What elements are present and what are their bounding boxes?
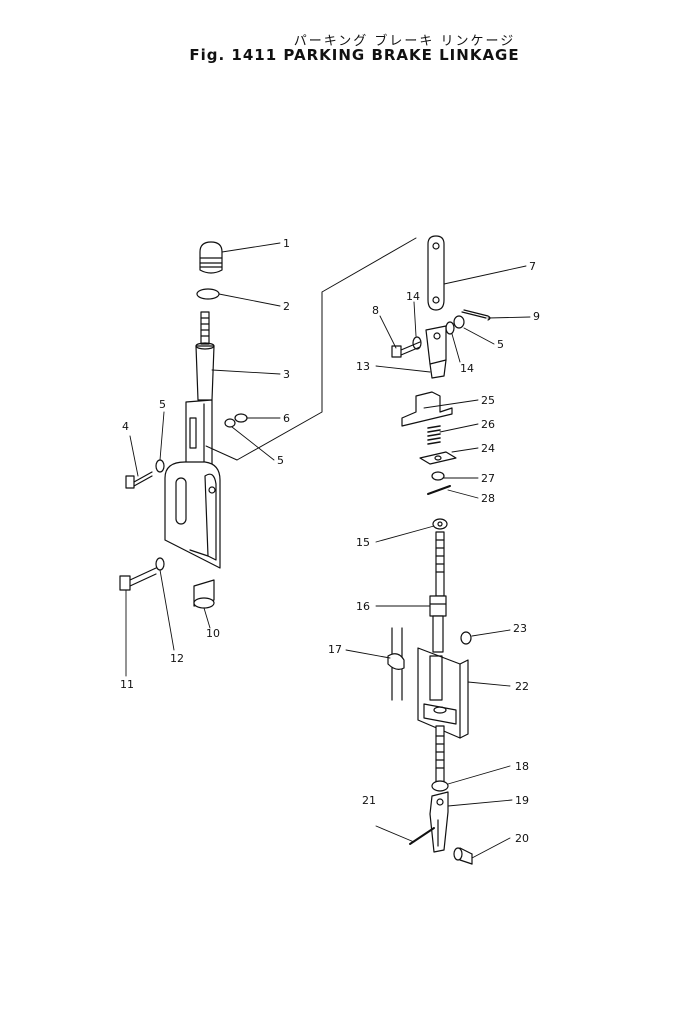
callout-25: 25 [481, 394, 495, 407]
part-clevis-19 [429, 791, 449, 853]
part-pin-8 [391, 341, 421, 358]
callout-20: 20 [515, 832, 529, 845]
part-pin-28 [427, 485, 451, 495]
callout-5a: 5 [159, 398, 166, 411]
callout-7: 7 [529, 260, 536, 273]
diagram-title: Fig. 1411 PARKING BRAKE LINKAGE [189, 46, 520, 64]
part-spring-26 [427, 425, 441, 445]
part-nut-18 [431, 780, 449, 792]
part-washer-5-mid [224, 418, 236, 428]
part-bracket-25 [401, 391, 453, 427]
callouts: 1 2 3 4 5 6 5 7 8 14 9 5 14 13 25 26 24 … [120, 237, 540, 845]
callout-5c: 5 [497, 338, 504, 351]
callout-6: 6 [283, 412, 290, 425]
callout-10: 10 [206, 627, 220, 640]
callout-17: 17 [328, 643, 342, 656]
diagram-title-japanese: パーキング ブレーキ リンケージ [293, 34, 516, 49]
part-washer-5-right [453, 315, 465, 329]
callout-21: 21 [362, 794, 376, 807]
callout-14a: 14 [406, 290, 420, 303]
part-yoke-13 [425, 325, 447, 379]
part-ring [196, 288, 220, 300]
callout-22: 22 [515, 680, 529, 693]
part-rod-lower [435, 725, 445, 783]
part-bracket-22 [417, 647, 469, 739]
callout-19: 19 [515, 794, 529, 807]
part-pin-20 [453, 847, 473, 865]
callout-28: 28 [481, 492, 495, 505]
callout-13: 13 [356, 360, 370, 373]
callout-16: 16 [356, 600, 370, 613]
part-knob [199, 241, 223, 274]
callout-26: 26 [481, 418, 495, 431]
part-bolt-11 [119, 567, 157, 591]
callout-12: 12 [170, 652, 184, 665]
callout-14b: 14 [460, 362, 474, 375]
callout-4: 4 [122, 420, 129, 433]
callout-8: 8 [372, 304, 379, 317]
part-link-bar [427, 235, 445, 311]
part-rod-upper [435, 531, 445, 597]
part-bolt-4 [125, 471, 153, 489]
part-pin-21 [409, 827, 435, 845]
part-washer-12 [155, 557, 165, 571]
part-washer-27 [431, 471, 445, 481]
part-plate-24 [419, 451, 457, 465]
part-washer-23 [460, 631, 472, 645]
callout-1: 1 [283, 237, 290, 250]
part-lever-rod [195, 342, 215, 401]
linkage-line [236, 237, 417, 461]
callout-3: 3 [283, 368, 290, 381]
part-washer-14-a [412, 336, 422, 350]
part-lever-thread [200, 311, 210, 345]
part-nut-6 [234, 413, 248, 423]
part-coupler-16 [429, 595, 447, 653]
leader-lines [125, 242, 531, 859]
part-cotter-pin-9 [461, 309, 491, 321]
part-sleeve [193, 579, 215, 609]
callout-15: 15 [356, 536, 370, 549]
part-washer-5-left [155, 459, 165, 473]
part-nut-15 [432, 518, 448, 530]
callout-5b: 5 [277, 454, 284, 467]
callout-9: 9 [533, 310, 540, 323]
part-base-plate [164, 461, 221, 569]
callout-23: 23 [513, 622, 527, 635]
callout-11: 11 [120, 678, 134, 691]
callout-27: 27 [481, 472, 495, 485]
part-washer-14-b [445, 321, 455, 335]
part-clip-17 [387, 627, 405, 701]
callout-18: 18 [515, 760, 529, 773]
callout-2: 2 [283, 300, 290, 313]
callout-24: 24 [481, 442, 495, 455]
